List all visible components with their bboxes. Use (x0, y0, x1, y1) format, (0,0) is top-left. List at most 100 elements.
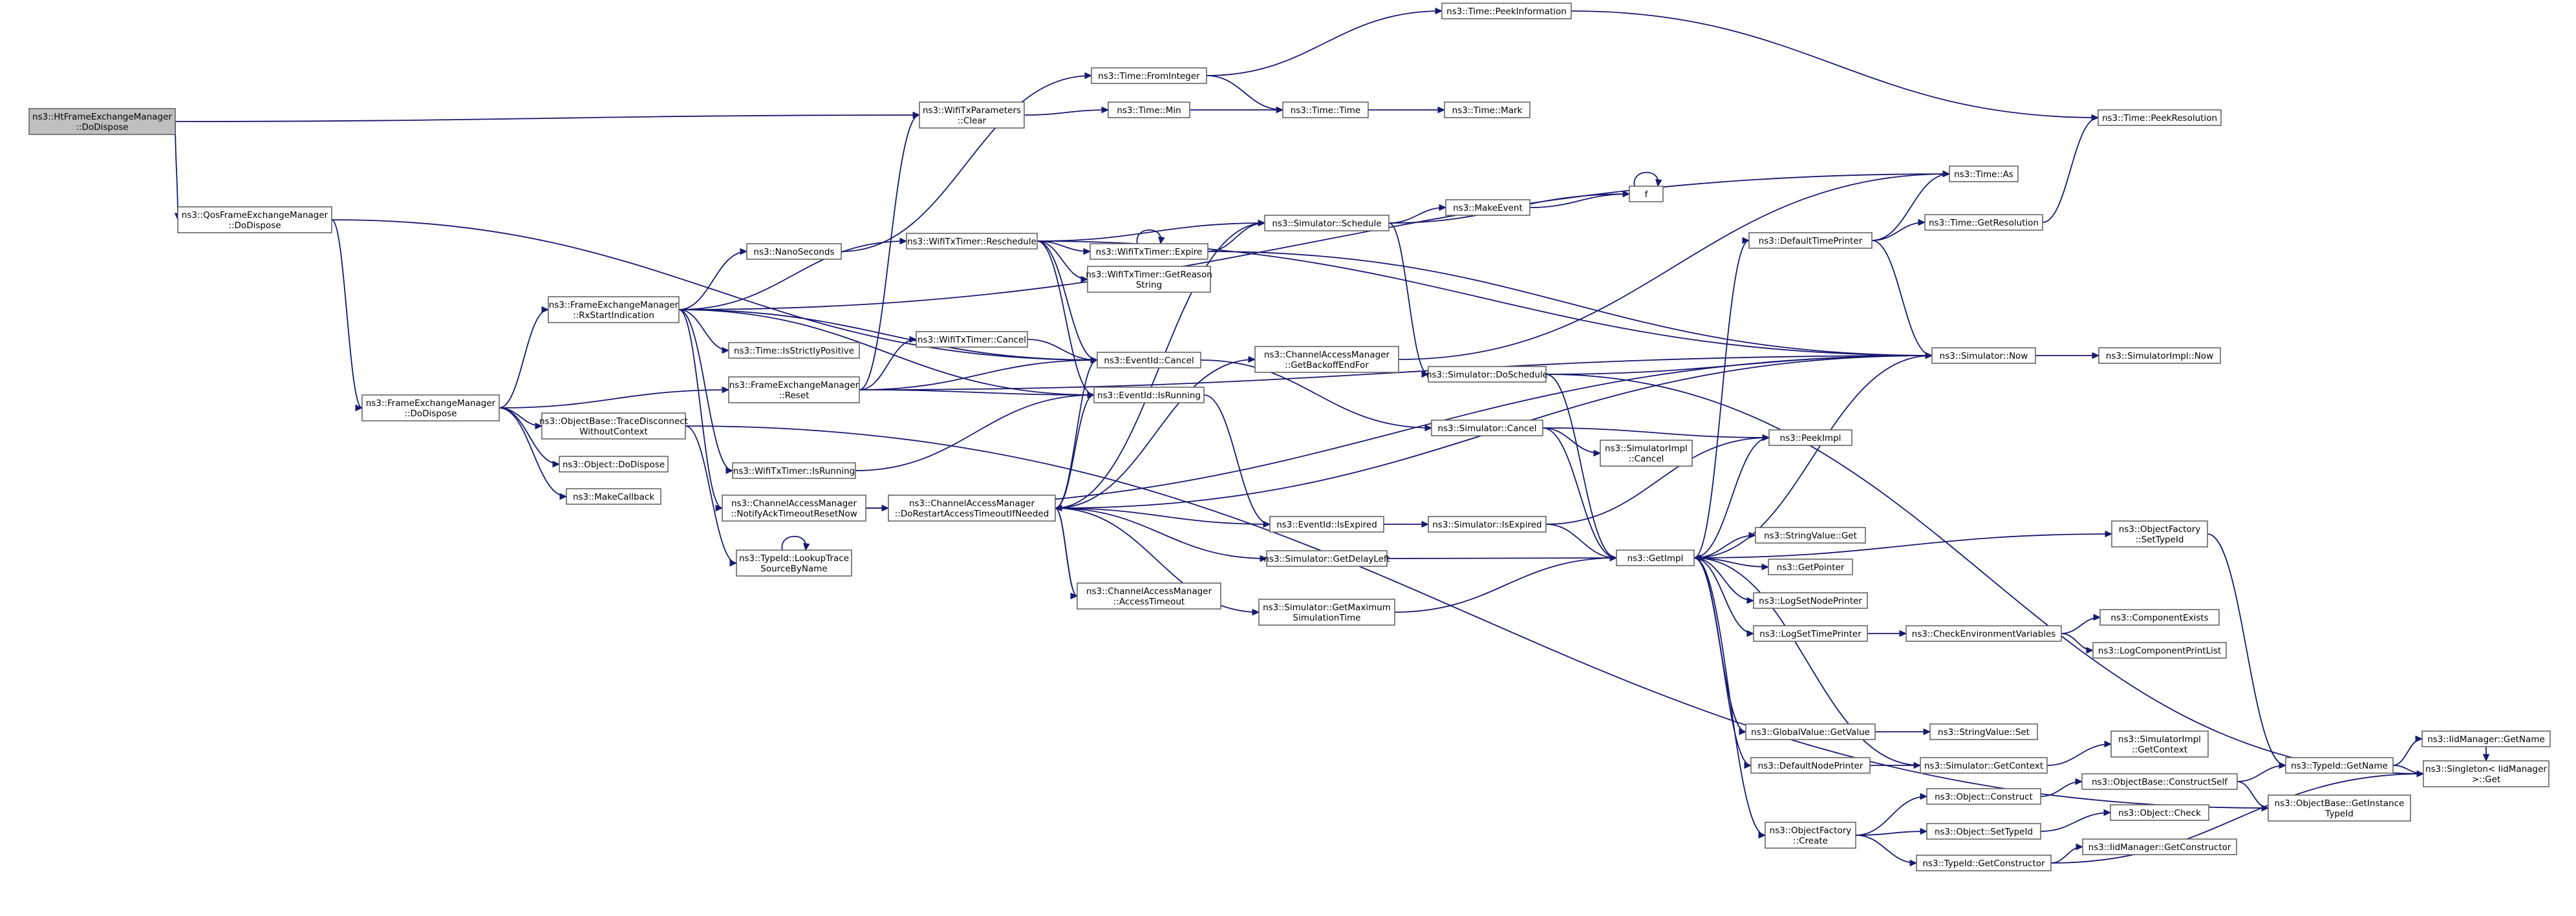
node-getimpl[interactable]: ns3::GetImpl (1616, 549, 1695, 566)
node-box (1755, 527, 1866, 544)
node-sim-doschedule[interactable]: ns3::Simulator::DoSchedule (1426, 366, 1548, 383)
edge-arrowhead (1744, 762, 1752, 769)
edge-getimpl-to-logsetnodeprinter (1693, 557, 1755, 604)
node-eventid-isrunning[interactable]: ns3::EventId::IsRunning (1093, 387, 1205, 403)
node-componentexists[interactable]: ns3::ComponentExists (2099, 609, 2220, 626)
node-peekimpl[interactable]: ns3::PeekImpl (1768, 429, 1852, 446)
node-object-settypeid[interactable]: ns3::Object::SetTypeId (1926, 823, 2041, 840)
node-objbase-constructself[interactable]: ns3::ObjectBase::ConstructSelf (2081, 773, 2238, 790)
node-label: ns3::ObjectBase::TraceDisconnect (539, 416, 688, 427)
edge-path (1633, 171, 1659, 187)
node-checkenv[interactable]: ns3::CheckEnvironmentVariables (1905, 625, 2062, 642)
node-box (2081, 773, 2238, 790)
node-cam-dorestart[interactable]: ns3::ChannelAccessManager::DoRestartAcce… (888, 495, 1056, 522)
node-objfactory-settypeid[interactable]: ns3::ObjectFactory::SetTypeId (2111, 520, 2208, 548)
edge-eventid-cancel-to-sim-cancel (1200, 359, 1433, 432)
node-wifitxtimer-isrunning[interactable]: ns3::WifiTxTimer::IsRunning (732, 462, 856, 479)
edge-path (678, 240, 907, 310)
node-wifitxtimer-cancel[interactable]: ns3::WifiTxTimer::Cancel (916, 331, 1028, 348)
node-time-fromint[interactable]: ns3::Time::FromInteger (1091, 67, 1207, 84)
node-wifitxtimer-reschedule[interactable]: ns3::WifiTxTimer::Reschedule (906, 233, 1038, 250)
node-makeevent[interactable]: ns3::MakeEvent (1445, 199, 1530, 216)
node-eventid-isexpired[interactable]: ns3::EventId::IsExpired (1269, 516, 1384, 533)
edge-path (841, 75, 1092, 252)
node-trace-disconnect[interactable]: ns3::ObjectBase::TraceDisconnectWithoutC… (539, 412, 688, 440)
edge-path (1207, 222, 1265, 252)
edge-sim-doschedule-to-sim-now (1545, 352, 1933, 375)
edge-arrowhead (909, 336, 918, 343)
node-idmanager-getname[interactable]: ns3::IidManager::GetName (2421, 730, 2551, 747)
node-makecallback[interactable]: ns3::MakeCallback (566, 488, 661, 505)
node-nanoseconds[interactable]: ns3::NanoSeconds (746, 243, 842, 260)
node-simimpl-cancel[interactable]: ns3::SimulatorImpl::Cancel (1600, 440, 1693, 467)
node-cam-notifyack[interactable]: ns3::ChannelAccessManager::NotifyAckTime… (722, 495, 866, 522)
node-object-dodispose[interactable]: ns3::Object::DoDispose (559, 456, 669, 473)
node-fem-dodispose[interactable]: ns3::FrameExchangeManager::DoDispose (361, 394, 500, 421)
node-time-getres[interactable]: ns3::Time::GetResolution (1924, 214, 2043, 231)
node-logsetnodeprinter[interactable]: ns3::LogSetNodePrinter (1753, 592, 1868, 609)
node-defaulttimeprinter[interactable]: ns3::DefaultTimePrinter (1748, 232, 1873, 249)
node-simimpl-getcontext[interactable]: ns3::SimulatorImpl::GetContext (2110, 730, 2209, 758)
edge-arrowhead (2103, 809, 2112, 816)
node-cam-accesstimeout[interactable]: ns3::ChannelAccessManager::AccessTimeout (1077, 582, 1221, 610)
node-isstrictlypositive[interactable]: ns3::Time::IsStrictlyPositive (728, 342, 860, 359)
node-eventid-cancel[interactable]: ns3::EventId::Cancel (1097, 352, 1201, 368)
node-stringvalue-get[interactable]: ns3::StringValue::Get (1755, 527, 1866, 544)
node-label: ns3::ChannelAccessManager (909, 498, 1035, 509)
node-iidmanager-getconstructor[interactable]: ns3::IidManager::GetConstructor (2082, 838, 2237, 855)
node-root[interactable]: ns3::HtFrameExchangeManager::DoDispose (28, 108, 176, 135)
node-label: ns3::SimulatorImpl (2118, 734, 2201, 745)
edge-arrowhead (1435, 7, 1443, 15)
node-fem-reset[interactable]: ns3::FrameExchangeManager::Reset (728, 376, 860, 403)
node-logsettimeprinter[interactable]: ns3::LogSetTimePrinter (1753, 625, 1868, 642)
node-label: ns3::Time::As (1954, 169, 2013, 180)
node-stringvalue-set[interactable]: ns3::StringValue::Set (1929, 723, 2038, 740)
node-objfactory-create[interactable]: ns3::ObjectFactory::Create (1765, 822, 1856, 849)
node-singleton-get[interactable]: ns3::Singleton< IidManager>::Get (2423, 760, 2549, 787)
node-wifitxparams-clear[interactable]: ns3::WifiTxParameters::Clear (919, 101, 1025, 129)
node-object-construct[interactable]: ns3::Object::Construct (1926, 788, 2041, 805)
node-box (1753, 625, 1868, 642)
node-simimpl-now[interactable]: ns3::SimulatorImpl::Now (2098, 347, 2221, 364)
node-logcomponentprintlist[interactable]: ns3::LogComponentPrintList (2092, 642, 2227, 659)
node-box (1949, 165, 2019, 182)
node-time-peekres[interactable]: ns3::Time::PeekResolution (2098, 109, 2222, 126)
node-typeid-getname[interactable]: ns3::TypeId::GetName (2285, 757, 2394, 774)
edge-sim-cancel-to-simimpl-cancel (1542, 427, 1602, 457)
node-getpointer[interactable]: ns3::GetPointer (1768, 559, 1853, 575)
edge-arrowhead (1101, 106, 1110, 114)
node-time-min[interactable]: ns3::Time::Min (1108, 101, 1190, 118)
node-sim-getcontext[interactable]: ns3::Simulator::GetContext (1920, 757, 2048, 774)
node-globalvalue-getvalue[interactable]: ns3::GlobalValue::GetValue (1745, 723, 1876, 740)
edge-path (1693, 533, 2112, 559)
node-object-check[interactable]: ns3::Object::Check (2110, 804, 2209, 821)
node-qos[interactable]: ns3::QosFrameExchangeManager::DoDispose (177, 206, 332, 233)
node-time-mark[interactable]: ns3::Time::Mark (1444, 101, 1530, 118)
edge-typeid-getconstructor-to-iidmanager-getconstructor (2050, 843, 2084, 864)
node-sim-now[interactable]: ns3::Simulator::Now (1931, 347, 2036, 364)
node-cam-getbackoff[interactable]: ns3::ChannelAccessManager::GetBackoffEnd… (1254, 346, 1399, 373)
node-sim-schedule[interactable]: ns3::Simulator::Schedule (1264, 215, 1390, 231)
node-typeid-getconstructor[interactable]: ns3::TypeId::GetConstructor (1916, 855, 2052, 871)
node-label: ns3::Time::GetResolution (1929, 218, 2039, 228)
node-label: ::Cancel (1629, 454, 1664, 464)
edge-time-getres-to-time-peekres (2042, 114, 2099, 223)
node-time-time[interactable]: ns3::Time::Time (1282, 101, 1369, 118)
node-time-as[interactable]: ns3::Time::As (1949, 165, 2019, 182)
node-wifitxtimer-expire[interactable]: ns3::WifiTxTimer::Expire (1089, 243, 1208, 260)
node-fem-rxstart[interactable]: ns3::FrameExchangeManager::RxStartIndica… (548, 296, 680, 323)
edge-arrowhead (1276, 106, 1284, 114)
node-box (2098, 347, 2221, 364)
edge-arrowhead (2279, 762, 2287, 769)
node-sim-isexpired[interactable]: ns3::Simulator::IsExpired (1428, 516, 1547, 533)
node-sim-getdelayleft[interactable]: ns3::Simulator::GetDelayLeft (1263, 550, 1390, 567)
node-f-node[interactable]: f (1629, 186, 1664, 202)
node-sim-cancel[interactable]: ns3::Simulator::Cancel (1431, 420, 1543, 436)
node-time-peekinfo[interactable]: ns3::Time::PeekInformation (1441, 3, 1572, 19)
node-label: ns3::HtFrameExchangeManager (32, 112, 172, 122)
node-defaultnodeprinter[interactable]: ns3::DefaultNodePrinter (1750, 757, 1871, 774)
